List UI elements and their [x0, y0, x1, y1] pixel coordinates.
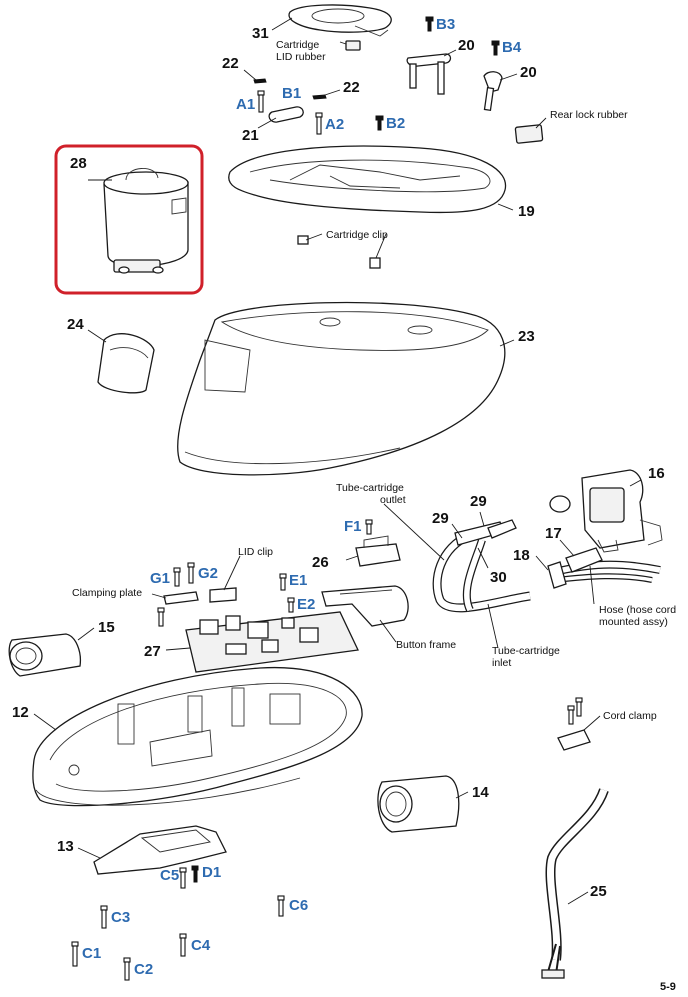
code-c4: C4	[191, 937, 211, 954]
code-f1: F1	[344, 518, 362, 535]
code-b1: B1	[282, 85, 301, 102]
label-hose-line2: mounted assy)	[599, 616, 668, 628]
code-g2: G2	[198, 565, 218, 582]
label-cartridge-lid-rubber-line2: LID rubber	[276, 51, 326, 63]
clamping-plate-and-lid-clip	[163, 587, 237, 605]
callout-numbers: 31 20 20 22 22 21 19 28 24 23 16 29 29 1…	[12, 25, 665, 900]
code-a2: A2	[325, 116, 344, 133]
callout-24: 24	[67, 316, 84, 333]
label-cartridge-clip: Cartridge clip	[326, 229, 388, 241]
part-14-duct	[377, 775, 460, 833]
label-cartridge-lid-rubber-line1: Cartridge	[276, 39, 319, 51]
page-number: 5-9	[660, 981, 676, 993]
label-hose-line1: Hose (hose cord	[599, 604, 676, 616]
callout-16: 16	[648, 465, 665, 482]
callout-22-left: 22	[222, 55, 239, 72]
part-28-water-cartridge	[103, 168, 189, 274]
screw-code-labels: B3 B4 A1 B1 A2 B2 F1 G1 G2 E1 E2 C5 D1 C…	[82, 16, 522, 978]
part-13-bottom-plate	[93, 825, 227, 875]
label-clamping-plate: Clamping plate	[72, 587, 142, 599]
callout-13: 13	[57, 838, 74, 855]
screws-bottom-group	[71, 865, 285, 981]
label-button-frame: Button frame	[396, 639, 456, 651]
part-26-switch-bracket	[355, 535, 401, 567]
callout-21: 21	[242, 127, 259, 144]
screws-middle-group	[157, 519, 373, 627]
callout-28: 28	[70, 155, 87, 172]
part-20-clips	[406, 53, 503, 112]
part-25-power-cord	[541, 788, 609, 979]
code-b4: B4	[502, 39, 522, 56]
callout-30: 30	[490, 569, 507, 586]
callout-26: 26	[312, 554, 329, 571]
callout-12: 12	[12, 704, 29, 721]
code-g1: G1	[150, 570, 170, 587]
hose-assembly-17-18	[547, 547, 661, 589]
callout-27: 27	[144, 643, 161, 660]
part-19-top-cover	[228, 145, 507, 269]
label-cord-clamp: Cord clamp	[603, 710, 657, 722]
callout-29-left: 29	[432, 510, 449, 527]
callout-17: 17	[545, 525, 562, 542]
code-c5: C5	[160, 867, 179, 884]
callout-14: 14	[472, 784, 489, 801]
code-c1: C1	[82, 945, 101, 962]
callout-20-right: 20	[520, 64, 537, 81]
part-21-button	[268, 106, 304, 123]
label-tube-outlet-line1: Tube-cartridge	[336, 482, 404, 494]
callout-31: 31	[252, 25, 269, 42]
tube-assembly-29-30	[432, 519, 531, 613]
label-tube-inlet-line2: inlet	[492, 657, 511, 669]
code-a1: A1	[236, 96, 255, 113]
part-16-pump	[549, 469, 663, 553]
callout-20-left: 20	[458, 37, 475, 54]
callout-19: 19	[518, 203, 535, 220]
label-rear-lock-rubber: Rear lock rubber	[550, 109, 628, 121]
code-e1: E1	[289, 572, 307, 589]
label-lid-clip: LID clip	[238, 546, 273, 558]
part-24-cover-piece	[97, 333, 155, 394]
screws-top-group	[253, 16, 500, 135]
part-23-base-housing	[177, 301, 506, 476]
code-d1: D1	[202, 864, 221, 881]
callout-15: 15	[98, 619, 115, 636]
label-tube-inlet-line1: Tube-cartridge	[492, 645, 560, 657]
rear-lock-rubber	[514, 124, 544, 144]
code-c3: C3	[111, 909, 130, 926]
callout-18: 18	[513, 547, 530, 564]
code-b3: B3	[436, 16, 455, 33]
callout-25: 25	[590, 883, 607, 900]
code-c6: C6	[289, 897, 308, 914]
button-frame-part	[321, 585, 409, 627]
code-e2: E2	[297, 596, 315, 613]
callout-29-right: 29	[470, 493, 487, 510]
callout-23: 23	[518, 328, 535, 345]
code-c2: C2	[134, 961, 153, 978]
label-tube-outlet-line2: outlet	[380, 494, 406, 506]
callout-22-right: 22	[343, 79, 360, 96]
part-28-highlight-box	[54, 144, 204, 295]
part-12-lower-housing	[32, 666, 363, 807]
part-name-labels: Cartridge LID rubber Rear lock rubber Ca…	[72, 39, 676, 722]
part-27-pcb	[185, 611, 359, 673]
part-31-cartridge-lid	[288, 4, 392, 51]
code-b2: B2	[386, 115, 405, 132]
leader-lines	[33, 17, 642, 905]
cord-clamp-part	[557, 697, 591, 751]
part-15-duct	[8, 633, 82, 677]
